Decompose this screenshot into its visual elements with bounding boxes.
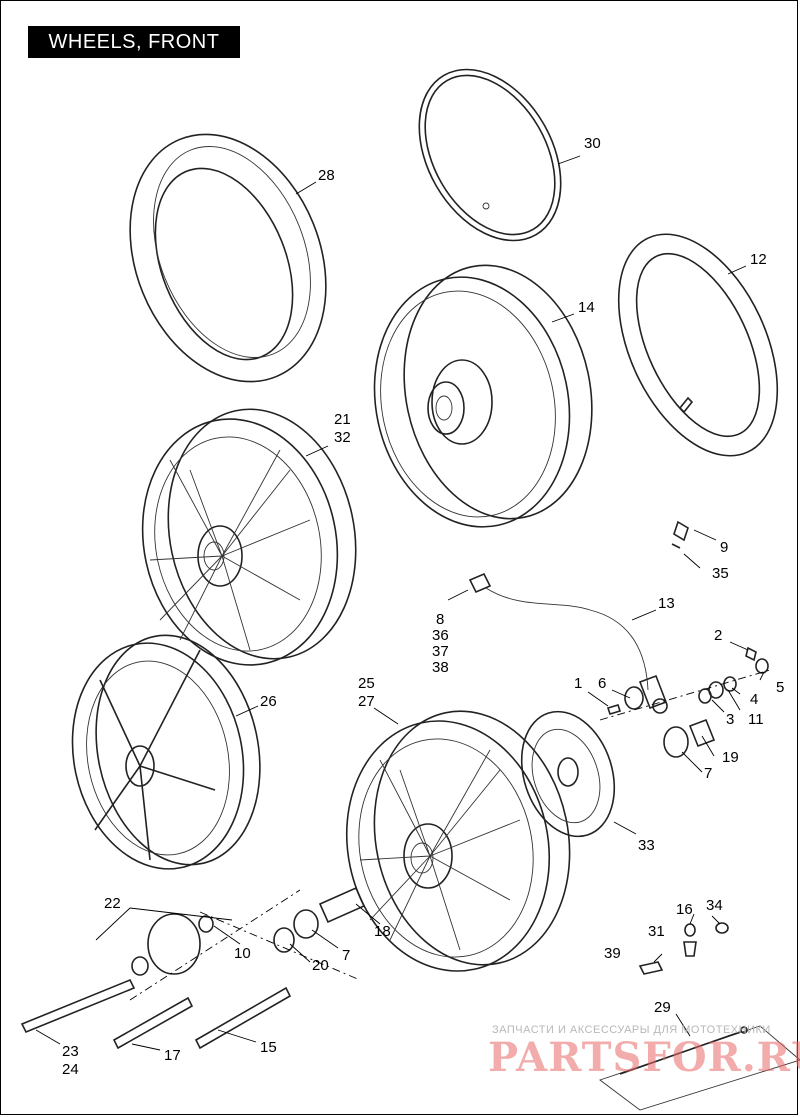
label-11: 11 <box>748 711 764 728</box>
label-2: 2 <box>714 627 722 644</box>
hub-components <box>131 886 366 976</box>
speed-sensor-13 <box>468 572 668 714</box>
label-14: 14 <box>578 299 595 316</box>
label-22: 22 <box>104 895 121 912</box>
watermark-brand: PARTSFOR.RU <box>488 1034 800 1081</box>
axis-line-front <box>199 911 361 981</box>
label-27: 27 <box>358 693 375 710</box>
label-8: 8 <box>436 611 444 628</box>
label-33: 33 <box>638 837 655 854</box>
label-31: 31 <box>648 923 665 940</box>
label-39: 39 <box>604 945 621 962</box>
label-26: 26 <box>260 693 277 710</box>
label-19: 19 <box>722 749 739 766</box>
label-21: 21 <box>334 411 351 428</box>
label-15: 15 <box>260 1039 277 1056</box>
small-hardware-right <box>606 646 769 758</box>
label-4: 4 <box>750 691 758 708</box>
brake-disc-33 <box>520 710 616 838</box>
label-35: 35 <box>712 565 729 582</box>
label-16: 16 <box>676 901 693 918</box>
valve-parts <box>638 922 729 975</box>
label-36: 36 <box>432 627 449 644</box>
label-30: 30 <box>584 135 601 152</box>
label-38: 38 <box>432 659 449 676</box>
label-7-upper: 7 <box>704 765 712 782</box>
label-10: 10 <box>234 945 251 962</box>
spoke-wheel-21 <box>141 408 357 666</box>
label-6: 6 <box>598 675 606 692</box>
tube-12 <box>617 233 779 457</box>
label-12: 12 <box>750 251 767 268</box>
label-9: 9 <box>720 539 728 556</box>
axles <box>20 978 292 1050</box>
label-3: 3 <box>726 711 734 728</box>
label-32: 32 <box>334 429 351 446</box>
label-28: 28 <box>318 167 335 184</box>
rim-strip-30 <box>418 68 562 242</box>
tire-28 <box>129 133 327 383</box>
label-7-lower: 7 <box>342 947 350 964</box>
label-13: 13 <box>658 595 675 612</box>
label-1: 1 <box>574 675 582 692</box>
label-18: 18 <box>374 923 391 940</box>
label-24: 24 <box>62 1061 79 1078</box>
label-29: 29 <box>654 999 671 1016</box>
diagram-title: WHEELS, FRONT <box>28 26 240 58</box>
watermark-tagline: ЗАПЧАСТИ И АКСЕССУАРЫ ДЛЯ МОТОТЕХНИКИ <box>492 1024 771 1036</box>
disc-wheel-14 <box>373 264 593 528</box>
clip-9 <box>671 520 689 549</box>
label-17: 17 <box>164 1047 181 1064</box>
part-labels: 30 28 12 14 21 32 9 35 13 8 36 37 38 2 1… <box>62 135 784 1078</box>
spoke-29 <box>599 1025 800 1111</box>
label-37: 37 <box>432 643 449 660</box>
axis-line-rear <box>129 889 301 1001</box>
leader-lines <box>35 155 765 1051</box>
label-20: 20 <box>312 957 329 974</box>
label-23: 23 <box>62 1043 79 1060</box>
label-34: 34 <box>706 897 723 914</box>
axis-line-brake <box>599 669 771 721</box>
label-25: 25 <box>358 675 375 692</box>
label-5: 5 <box>776 679 784 696</box>
cast-wheel-26 <box>71 634 261 870</box>
spoke-wheel-25 <box>345 710 571 972</box>
